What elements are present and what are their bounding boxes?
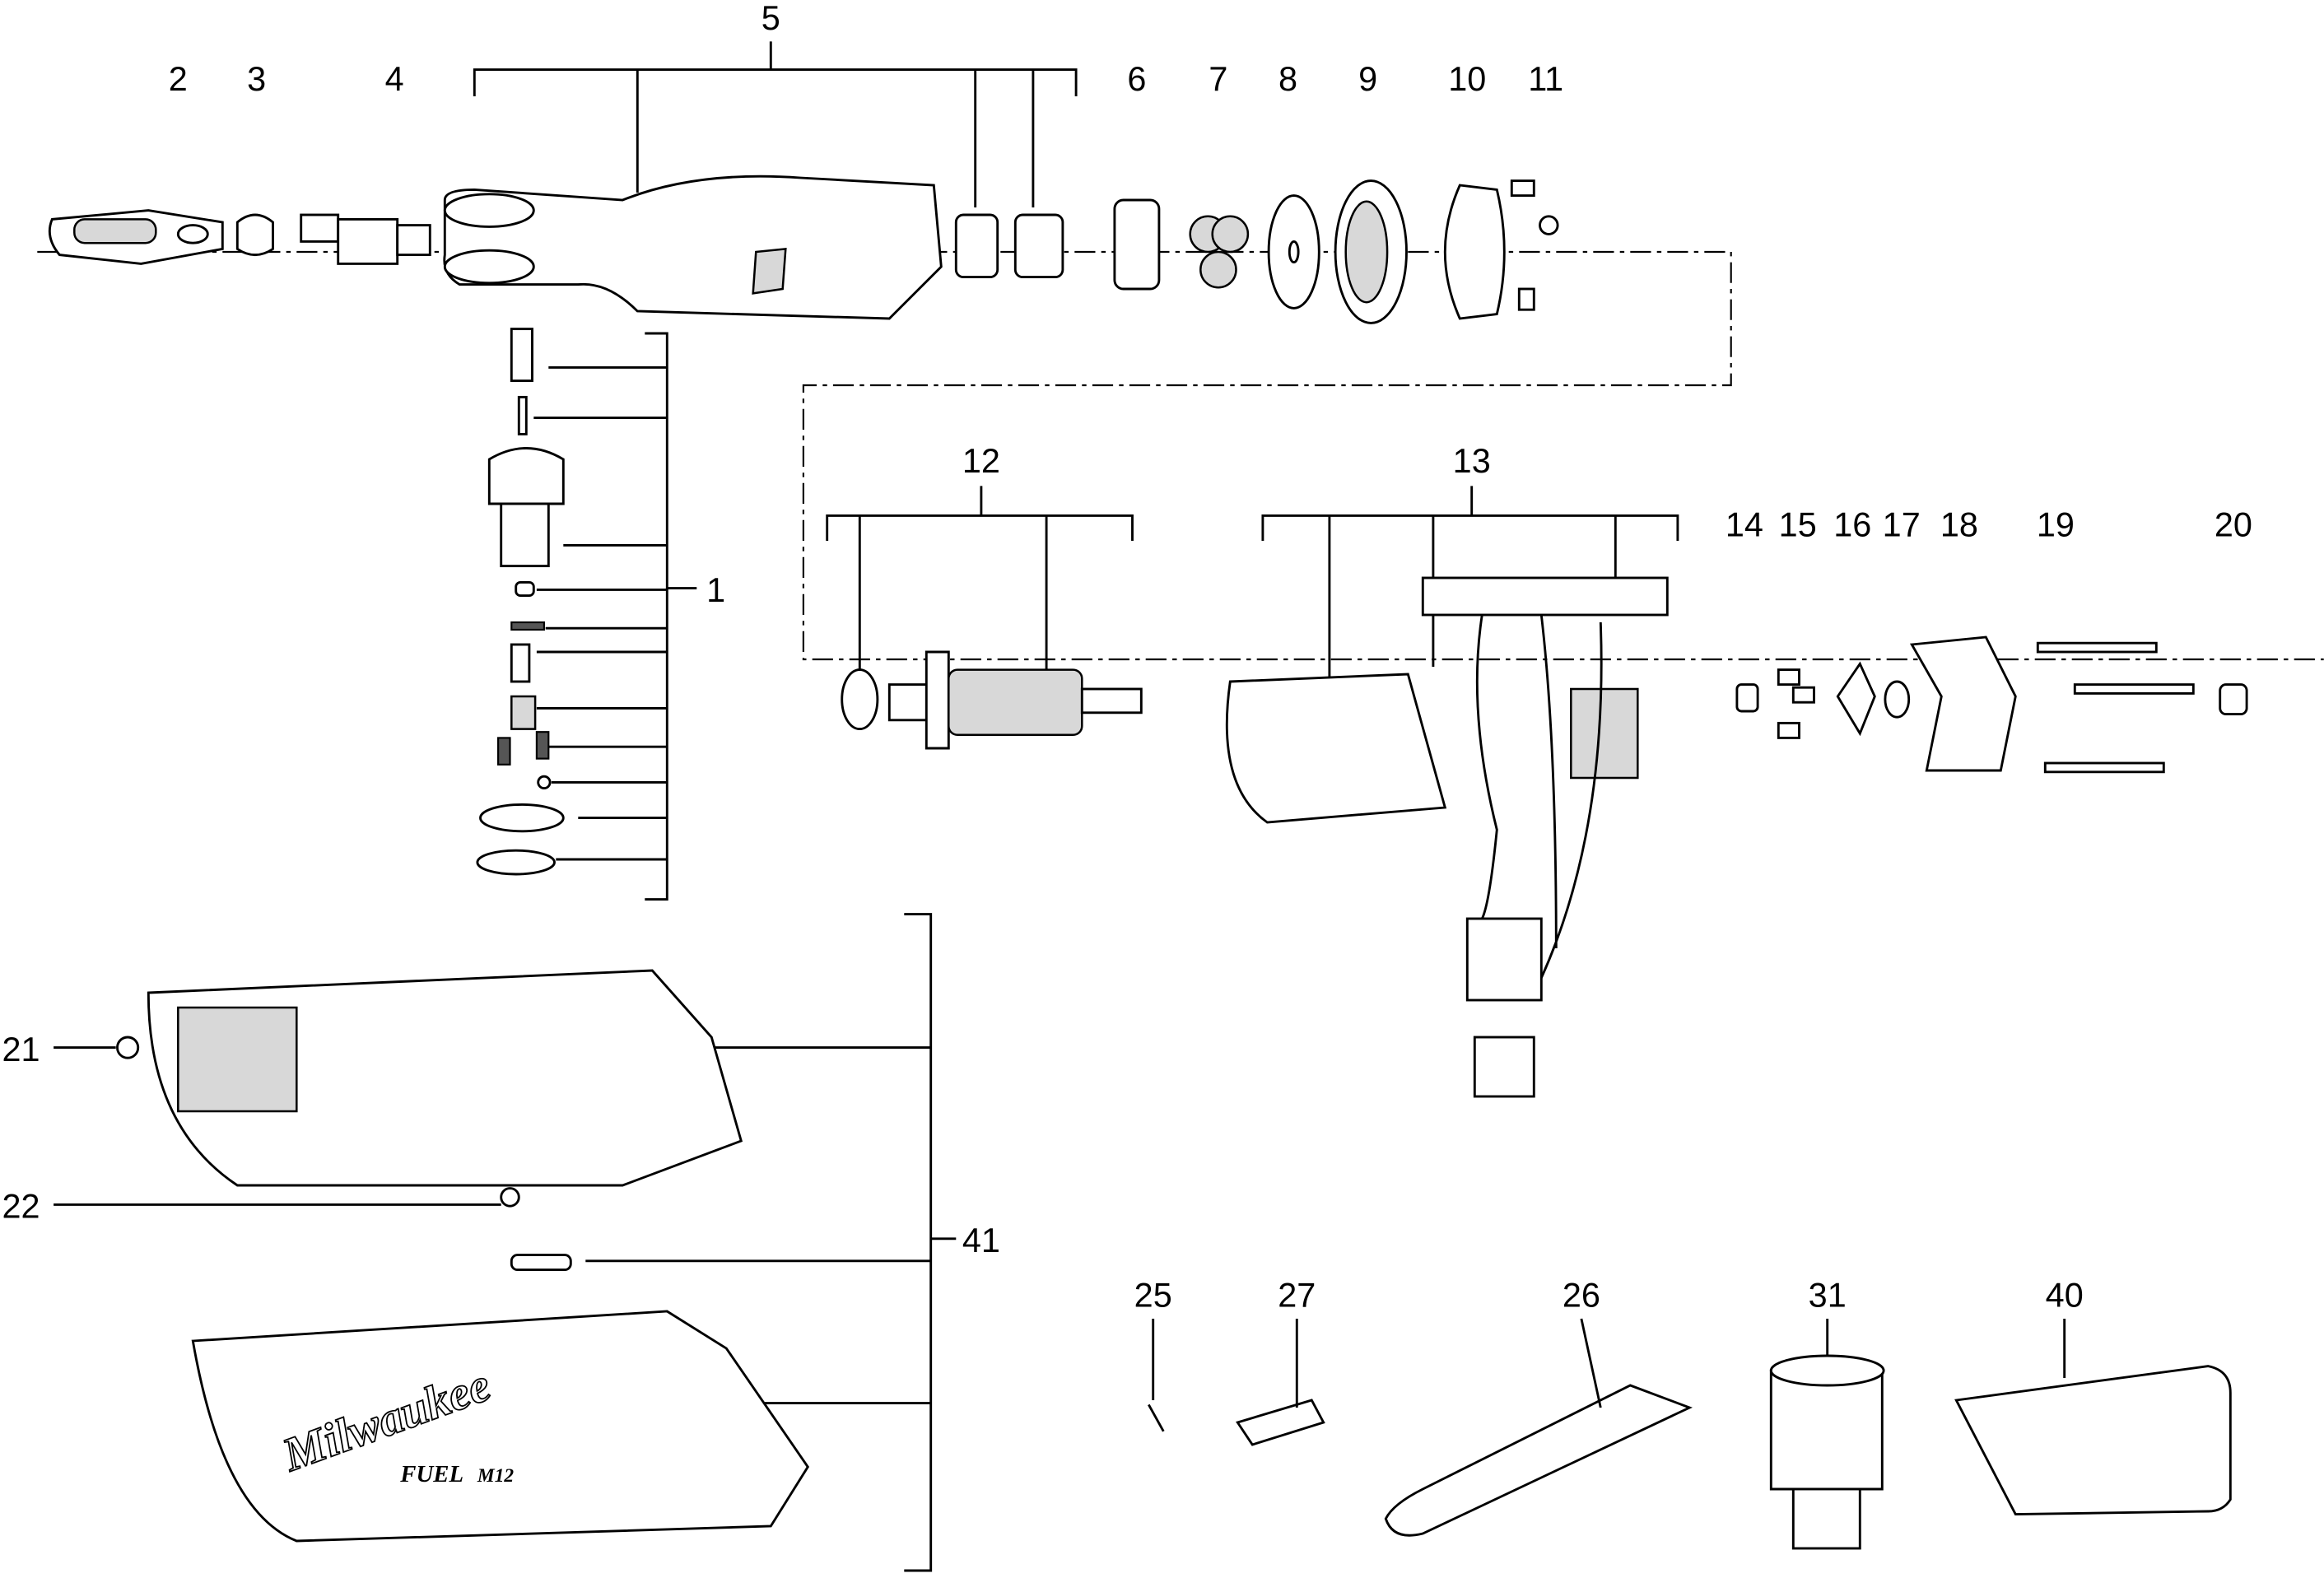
label-25: 25 <box>1134 1277 1172 1315</box>
part-12-rotor <box>841 650 1143 750</box>
part-25-pin <box>1148 1403 1165 1432</box>
label-2: 2 <box>169 60 188 98</box>
label-8: 8 <box>1278 60 1297 98</box>
part-40-manual <box>1954 1365 2232 1516</box>
label-27: 27 <box>1278 1277 1316 1315</box>
bracket-12 <box>826 486 1134 682</box>
label-20: 20 <box>2215 506 2252 544</box>
label-16: 16 <box>1833 506 1871 544</box>
label-11: 11 <box>1528 60 1563 98</box>
part-3-detent-ball <box>235 213 274 257</box>
label-15: 15 <box>1779 506 1817 544</box>
part-26-belt-clip <box>1384 1384 1693 1537</box>
label-12: 12 <box>962 442 1000 480</box>
assembly-axis-line <box>37 250 2324 661</box>
label-17: 17 <box>1883 506 1921 544</box>
label-26: 26 <box>1563 1277 1600 1315</box>
logo-fuel: FUEL <box>399 1461 463 1487</box>
part-18-end-cap <box>1909 635 2017 772</box>
label-31: 31 <box>1809 1277 1847 1315</box>
part-20-nut <box>2219 683 2248 716</box>
part-31-socket-adapter <box>1769 1354 1885 1550</box>
part-8-washer <box>1267 194 1320 310</box>
bracket-41 <box>585 913 957 1572</box>
part-7-planet-gears <box>1189 215 1250 289</box>
part-13-stator-and-electronics <box>1225 576 1669 1098</box>
label-41: 41 <box>962 1222 1000 1259</box>
part-27-clip <box>1236 1399 1325 1446</box>
part-10-plate <box>1443 184 1506 320</box>
label-14: 14 <box>1726 506 1763 544</box>
label-19: 19 <box>2037 506 2075 544</box>
label-7: 7 <box>1209 60 1227 98</box>
label-13: 13 <box>1453 442 1491 480</box>
part-22-screw <box>500 1187 520 1208</box>
label-22: 22 <box>2 1188 40 1226</box>
bracket-5 <box>473 41 1078 207</box>
label-5: 5 <box>761 0 780 37</box>
part-9-ring-gear <box>1334 179 1408 324</box>
part-41-housing-set: Milwaukee FUEL M12 <box>147 969 810 1543</box>
part-19-long-screws <box>2036 641 2195 774</box>
part-1-anvil-assembly <box>476 328 565 876</box>
part-17-bearing <box>1884 680 1911 719</box>
label-4: 4 <box>385 60 404 98</box>
bracket-1 <box>533 332 697 901</box>
part-2-ratchet-head <box>48 209 224 265</box>
part-14-bushing <box>1735 683 1759 713</box>
part-11-screws <box>1510 179 1559 311</box>
label-9: 9 <box>1358 60 1377 98</box>
label-1: 1 <box>706 571 725 609</box>
label-18: 18 <box>1940 506 1978 544</box>
label-6: 6 <box>1127 60 1146 98</box>
part-15-screws <box>1777 668 1815 739</box>
part-5-gear-housing <box>443 175 1064 320</box>
label-21: 21 <box>2 1031 40 1068</box>
logo-m12: M12 <box>477 1465 514 1487</box>
part-21-screw <box>116 1036 140 1059</box>
leader-25-31-40 <box>1152 1318 2066 1408</box>
part-6-carrier <box>1113 198 1161 291</box>
label-3: 3 <box>247 60 266 98</box>
bracket-13 <box>1261 486 1679 682</box>
label-10: 10 <box>1448 60 1486 98</box>
label-40: 40 <box>2046 1277 2084 1315</box>
part-4-pawl-shaft <box>300 213 431 265</box>
part-16-plate <box>1836 661 1876 737</box>
